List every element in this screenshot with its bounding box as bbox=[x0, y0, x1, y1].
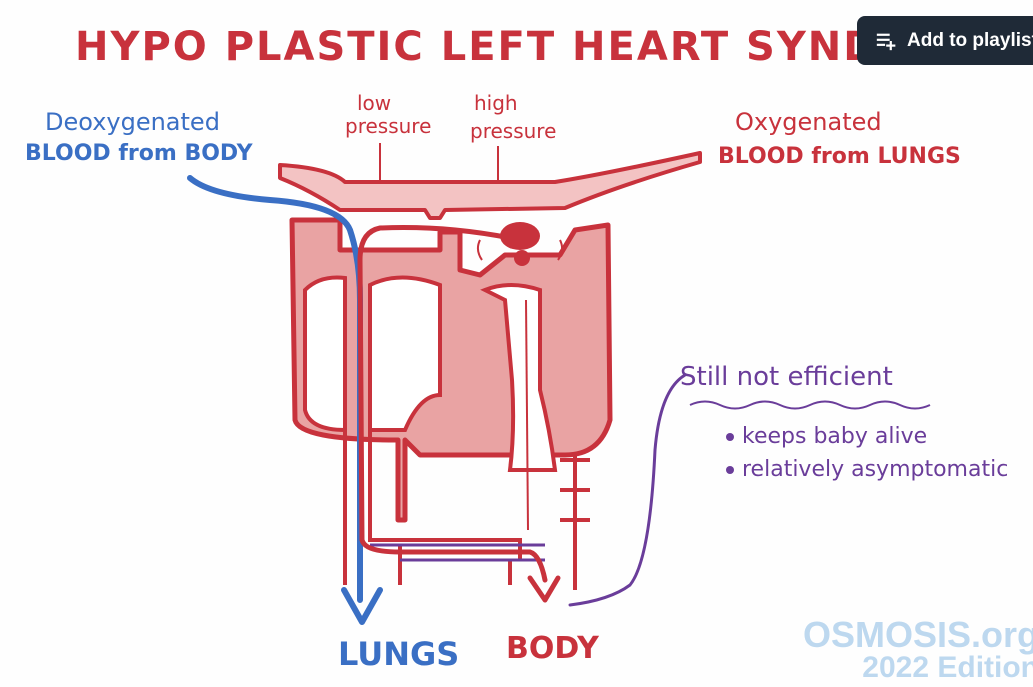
add-to-playlist-button[interactable]: Add to playlist bbox=[857, 16, 1033, 65]
atrial-flow-blob bbox=[500, 222, 540, 250]
ductus-line bbox=[370, 543, 545, 562]
lungs-label: LUNGS bbox=[338, 635, 459, 673]
playlist-add-icon bbox=[875, 30, 897, 52]
right-atrium-cavity bbox=[303, 275, 347, 433]
osmosis-watermark: OSMOSIS.org 2022 Edition bbox=[803, 617, 1033, 683]
aortic-branch-marks bbox=[560, 458, 590, 522]
bullet-dot bbox=[726, 433, 734, 441]
great-vessel-band bbox=[278, 151, 702, 220]
note-bullet-2: relatively asymptomatic bbox=[742, 457, 1008, 482]
note-heading: Still not efficient bbox=[680, 362, 893, 392]
watermark-edition: 2022 Edition bbox=[862, 651, 1033, 684]
flow-swirl-right bbox=[557, 239, 564, 261]
low-pressure-label-1: low bbox=[357, 91, 391, 115]
deoxygenated-label: Deoxygenated bbox=[45, 108, 220, 136]
add-to-playlist-label: Add to playlist bbox=[907, 29, 1033, 51]
high-pressure-label-2: pressure bbox=[470, 119, 556, 143]
right-ventricle-cavity bbox=[368, 275, 442, 432]
high-pressure-label-1: high bbox=[474, 91, 518, 115]
oxygenated-label: Oxygenated bbox=[735, 108, 882, 136]
flow-swirl-left bbox=[476, 239, 483, 261]
watermark-brand: OSMOSIS.org bbox=[802, 614, 1033, 655]
flow-blob-small bbox=[514, 250, 530, 266]
body-arrowhead bbox=[527, 575, 561, 603]
body-label: BODY bbox=[506, 631, 600, 666]
note-bullet-1: keeps baby alive bbox=[742, 424, 927, 449]
thin-descending-line bbox=[525, 299, 529, 531]
low-pressure-label-2: pressure bbox=[345, 114, 431, 138]
bullet-dot bbox=[726, 466, 734, 474]
oxygenated-flow-arrow bbox=[357, 225, 548, 583]
blood-from-lungs-label: BLOOD from LUNGS bbox=[718, 144, 961, 169]
note-bracket bbox=[568, 373, 687, 607]
blood-from-body-label: BLOOD from BODY bbox=[25, 141, 254, 166]
lungs-arrowhead bbox=[341, 587, 383, 625]
lower-outflow-vessels bbox=[343, 430, 577, 590]
hypoplastic-left-ventricle bbox=[480, 283, 558, 472]
note-underline bbox=[689, 400, 931, 410]
